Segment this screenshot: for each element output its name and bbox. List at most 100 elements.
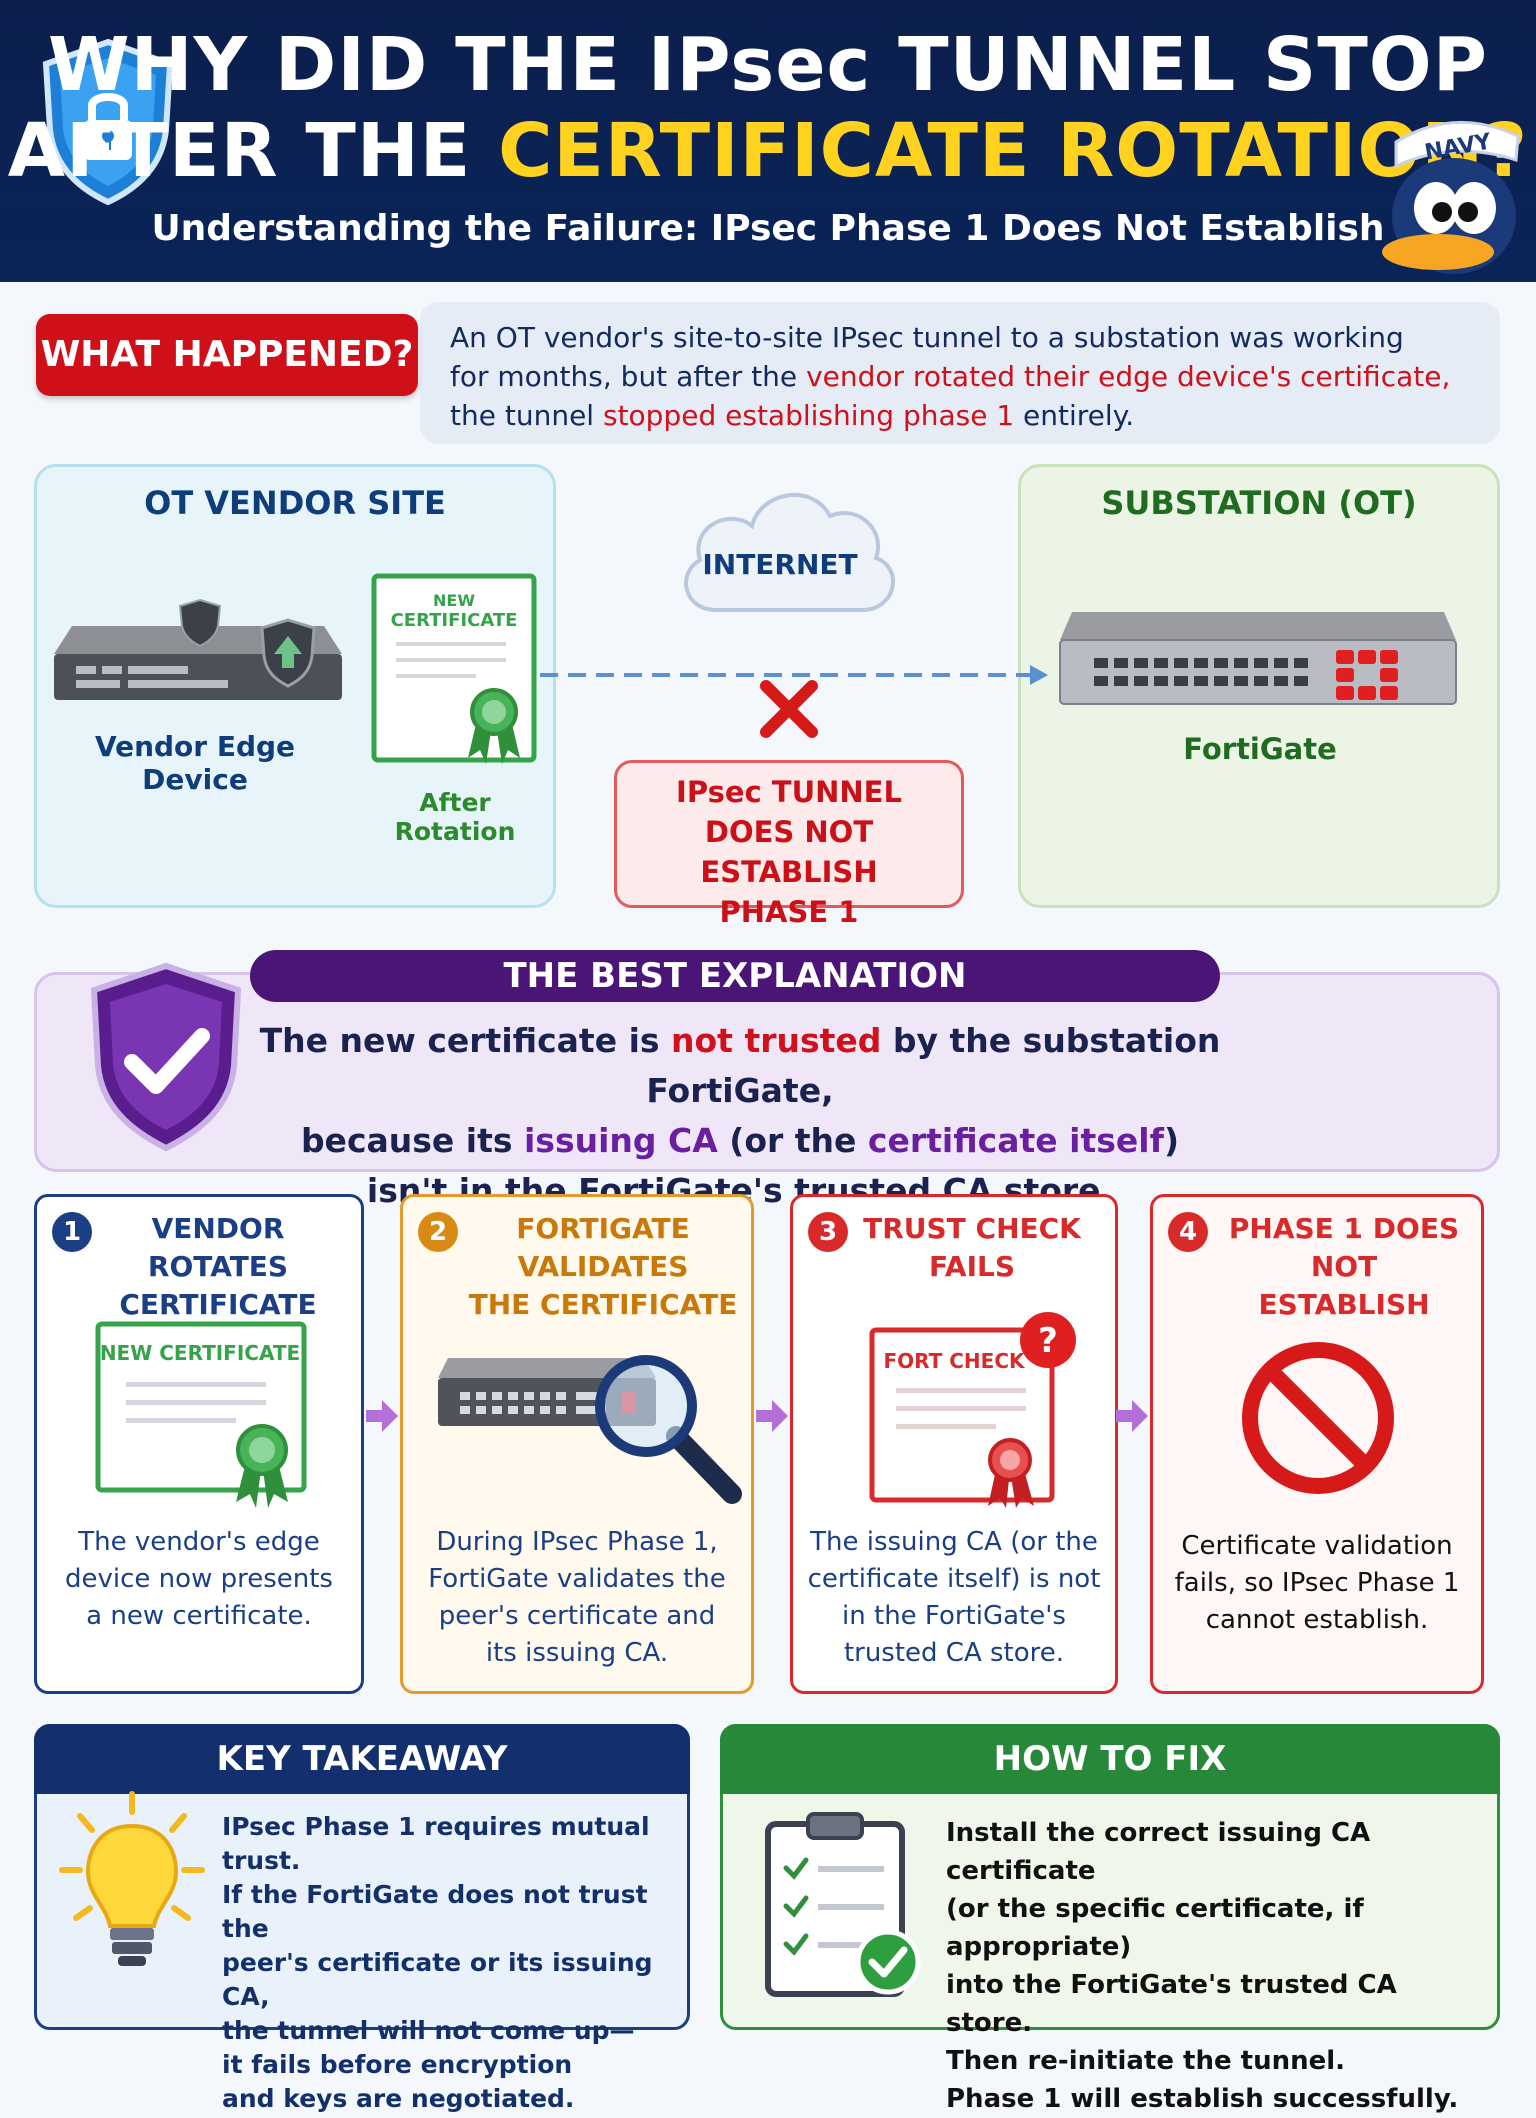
fix-line3: into the FortiGate's trusted CA store. — [946, 1970, 1397, 2038]
step-2-title-line2: THE CERTIFICATE — [468, 1288, 738, 1321]
vendor-site-title: OT VENDOR SITE — [144, 484, 446, 522]
step-4-title-line2: ESTABLISH — [1258, 1288, 1430, 1321]
fortigate-magnifier-icon — [438, 1355, 742, 1504]
step-1-certificate-icon: NEW CERTIFICATE — [95, 1321, 307, 1508]
what-line2-prefix: for months, but after the — [450, 360, 807, 393]
fix-line2: (or the specific certificate, if appropr… — [946, 1894, 1364, 1962]
step-4-body-line1: Certificate validation — [1181, 1531, 1453, 1561]
expl-line2: because its issuing CA (or the certifica… — [240, 1116, 1240, 1166]
internet-cloud-icon — [684, 492, 895, 612]
explanation-text: The new certificate is not trusted by th… — [240, 1016, 1240, 1216]
clipboard-check-icon — [765, 1812, 921, 1997]
cert-text-certificate: CERTIFICATE — [391, 610, 518, 631]
vendor-edge-device-icon — [54, 598, 342, 700]
fortigate-label: FortiGate — [1183, 732, 1337, 766]
step-1-card-text: NEW CERTIFICATE — [100, 1341, 300, 1365]
step-2-body-line4: its issuing CA. — [485, 1638, 669, 1668]
navy-mascot-icon: NAVY — [1382, 120, 1520, 274]
page-subtitle: Understanding the Failure: IPsec Phase 1… — [151, 208, 1385, 249]
svg-text:?: ? — [1038, 1321, 1058, 1361]
substation-title: SUBSTATION (OT) — [1101, 484, 1417, 522]
expl-l1-a: The new certificate is — [259, 1021, 672, 1060]
what-line3: the tunnel stopped establishing phase 1 … — [450, 396, 1470, 435]
what-happened-badge: WHAT HAPPENED? — [36, 314, 418, 396]
step-4-body: Certificate validation fails, so IPsec Ph… — [1158, 1528, 1476, 1639]
step-3-title: TRUST CHECK FAILS — [852, 1210, 1092, 1286]
cert-text-new: NEW — [433, 591, 475, 610]
new-certificate-icon: NEW CERTIFICATE — [371, 573, 537, 764]
key-takeaway-title: KEY TAKEAWAY — [34, 1724, 690, 1794]
page-title-line1: WHY DID THE IPsec TUNNEL STOP — [48, 22, 1488, 108]
header-banner — [0, 0, 1536, 282]
step-2-body-line2: FortiGate validates the — [428, 1564, 726, 1594]
expl-l2-e: ) — [1163, 1121, 1180, 1160]
expl-l2-a: because its — [300, 1121, 524, 1160]
step-1-body: The vendor's edge device now presents a ne… — [44, 1524, 354, 1635]
step-3-body-line2: certificate itself) is not — [807, 1564, 1101, 1594]
tunnel-line3: PHASE 1 — [719, 895, 859, 929]
step-2-number: 2 — [418, 1212, 458, 1252]
step-2-body-line1: During IPsec Phase 1, — [436, 1527, 718, 1557]
page-title-line2: AFTER THE CERTIFICATE ROTATION? — [0, 108, 1536, 194]
fix-line1: Install the correct issuing CA certifica… — [946, 1818, 1371, 1886]
expl-l1-c: by the substation FortiGate, — [646, 1021, 1221, 1110]
lightbulb-icon — [59, 1791, 205, 1966]
key-line3: peer's certificate or its issuing CA, — [222, 1948, 653, 2011]
step-1-body-line2: device now presents — [65, 1564, 333, 1594]
what-line3-prefix: the tunnel — [450, 399, 603, 432]
shield-lock-icon — [42, 38, 174, 206]
prohibited-icon — [1242, 1342, 1394, 1494]
step-2-title: FORTIGATE VALIDATES THE CERTIFICATE — [460, 1210, 746, 1324]
internet-label: INTERNET — [702, 548, 858, 581]
step-4-body-line2: fails, so IPsec Phase 1 — [1174, 1568, 1460, 1598]
step-3-body-line3: in the FortiGate's — [842, 1601, 1066, 1631]
key-line6: and keys are negotiated. — [222, 2084, 575, 2113]
step-card-4 — [1150, 1194, 1484, 1694]
step-3-card-text: FORT CHECK — [883, 1349, 1026, 1373]
step-card-3 — [790, 1194, 1118, 1694]
step-4-body-line3: cannot establish. — [1205, 1605, 1429, 1635]
what-line2-highlight: vendor rotated their edge device's certi… — [806, 360, 1451, 393]
step-3-certificate-question-icon: FORT CHECK ? — [869, 1312, 1076, 1508]
step-2-title-line1: FORTIGATE VALIDATES — [516, 1212, 690, 1283]
explanation-banner: THE BEST EXPLANATION — [250, 950, 1220, 1002]
step-1-body-line3: a new certificate. — [86, 1601, 312, 1631]
step-1-body-line1: The vendor's edge — [78, 1527, 320, 1557]
what-line3-suffix: entirely. — [1014, 399, 1135, 432]
key-line4: the tunnel will not come up— — [222, 2016, 635, 2045]
arrow-right-icon — [1116, 1400, 1148, 1432]
expl-l2-d: certificate itself — [867, 1121, 1164, 1160]
tunnel-line1: IPsec TUNNEL — [676, 775, 902, 809]
what-line2: for months, but after the vendor rotated… — [450, 357, 1470, 396]
check-shield-icon — [90, 962, 242, 1152]
title-highlight: CERTIFICATE ROTATION? — [498, 108, 1529, 194]
what-happened-description: An OT vendor's site-to-site IPsec tunnel… — [420, 302, 1500, 444]
fortigate-device-icon — [1059, 612, 1457, 705]
step-1-number: 1 — [52, 1212, 92, 1252]
step-4-title-line1: PHASE 1 DOES NOT — [1228, 1212, 1460, 1283]
what-line3-highlight: stopped establishing phase 1 — [602, 399, 1015, 432]
arrow-right-icon — [366, 1400, 398, 1432]
explanation-panel — [34, 972, 1500, 1172]
expl-line1: The new certificate is not trusted by th… — [240, 1016, 1240, 1116]
step-3-body: The issuing CA (or the certificate itself… — [798, 1524, 1110, 1672]
vendor-device-label: Vendor Edge Device — [94, 730, 296, 796]
key-line1: IPsec Phase 1 requires mutual trust. — [222, 1812, 650, 1875]
step-3-title-line1: TRUST CHECK — [863, 1212, 1081, 1245]
fix-line5: Phase 1 will establish successfully. — [946, 2084, 1459, 2114]
how-to-fix-title: HOW TO FIX — [720, 1724, 1500, 1794]
after-rotation-label: After Rotation — [394, 788, 516, 846]
step-3-number: 3 — [808, 1212, 848, 1252]
tunnel-dashed-arrow — [540, 665, 1048, 685]
step-4-number: 4 — [1168, 1212, 1208, 1252]
step-3-title-line2: FAILS — [928, 1250, 1015, 1283]
what-line1: An OT vendor's site-to-site IPsec tunnel… — [450, 321, 1404, 354]
step-3-body-line1: The issuing CA (or the — [810, 1527, 1098, 1557]
how-to-fix-text: Install the correct issuing CA certifica… — [946, 1814, 1486, 2118]
step-3-body-line4: trusted CA store. — [843, 1638, 1065, 1668]
title-prefix: AFTER THE — [7, 108, 499, 194]
tunnel-status-box — [614, 760, 964, 908]
step-1-title-line1: VENDOR ROTATES — [147, 1212, 289, 1283]
step-2-body: During IPsec Phase 1, FortiGate validates… — [410, 1524, 744, 1672]
